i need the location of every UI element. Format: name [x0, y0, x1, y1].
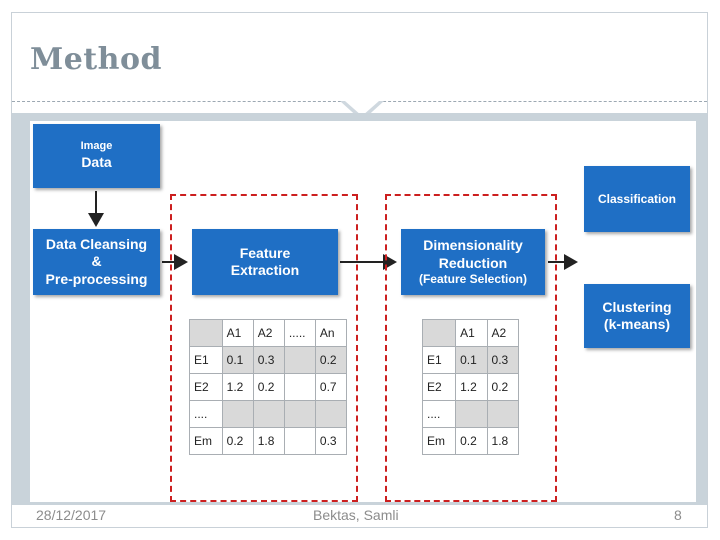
table-cell: 0.3 [486, 346, 520, 374]
table-cell [421, 319, 457, 347]
table-cell: 0.2 [486, 373, 520, 401]
image-data-line2: Data [81, 154, 112, 171]
table-cell: 0.7 [314, 373, 348, 401]
reduced-feature-table: A1 A2 E1 0.1 0.3 E2 1.2 0.2 .... Em 0.2 … [421, 319, 520, 455]
table-cell: E2 [189, 373, 223, 401]
table-cell [314, 400, 348, 428]
data-cleansing-box: Data Cleansing & Pre-processing [33, 229, 160, 295]
image-data-box: Image Data [33, 124, 160, 188]
reduction-line2: Reduction [438, 254, 508, 271]
table-row: Em 0.2 1.8 0.3 [189, 427, 348, 455]
table-cell: .... [189, 400, 223, 428]
classification-box: Classification [584, 166, 690, 232]
feature-extraction-group [170, 194, 358, 502]
table-cell: A1 [221, 319, 254, 347]
table-cell: 1.2 [221, 373, 254, 401]
clustering-box: Clustering (k-means) [584, 284, 690, 348]
table-cell: 0.2 [314, 346, 348, 374]
table-cell [189, 319, 223, 347]
table-cell: 0.1 [455, 346, 488, 374]
footer-date: 28/12/2017 [36, 507, 107, 523]
dimensionality-reduction-box: Dimensionality Reduction (Feature Select… [401, 229, 545, 295]
table-cell: A2 [486, 319, 520, 347]
table-cell: Em [421, 427, 457, 455]
table-row: E1 0.1 0.3 [421, 346, 520, 374]
extraction-line1: Feature [239, 244, 291, 261]
table-cell: 0.1 [221, 346, 254, 374]
cleansing-line2: & [91, 253, 102, 270]
table-cell [221, 400, 254, 428]
table-cell: 0.2 [221, 427, 254, 455]
cleansing-line3: Pre-processing [45, 270, 148, 287]
table-cell: E2 [421, 373, 457, 401]
classification-label: Classification [597, 191, 677, 206]
table-cell: A1 [455, 319, 488, 347]
table-cell: .... [421, 400, 457, 428]
extraction-line2: Extraction [230, 262, 300, 278]
table-cell: E1 [189, 346, 223, 374]
dimensionality-reduction-group [385, 194, 557, 502]
clustering-line2: (k-means) [603, 316, 671, 332]
table-cell [283, 346, 316, 374]
table-cell [283, 400, 316, 428]
table-cell: 0.2 [252, 373, 285, 401]
table-cell: 0.2 [455, 427, 488, 455]
table-cell: 0.3 [252, 346, 285, 374]
table-row: .... [189, 400, 348, 428]
divider-notch-inner [345, 101, 379, 116]
slide-title: Method [30, 42, 162, 77]
table-cell: An [314, 319, 348, 347]
footer-page-number: 8 [674, 507, 682, 523]
table-row: E1 0.1 0.3 0.2 [189, 346, 348, 374]
reduction-line3: (Feature Selection) [418, 272, 528, 286]
table-cell: A2 [252, 319, 285, 347]
table-cell: E1 [421, 346, 457, 374]
table-cell [283, 373, 316, 401]
feature-table-header: A1 A2 ..... An [189, 319, 348, 347]
table-cell [283, 427, 316, 455]
method-diagram: Image Data Data Cleansing & Pre-processi… [30, 121, 696, 502]
table-cell: ..... [283, 319, 316, 347]
clustering-line1: Clustering [602, 298, 672, 315]
table-cell: 1.8 [486, 427, 520, 455]
reduced-table-header: A1 A2 [421, 319, 520, 347]
table-cell: 1.2 [455, 373, 488, 401]
table-cell: Em [189, 427, 223, 455]
table-row: Em 0.2 1.8 [421, 427, 520, 455]
table-cell [252, 400, 285, 428]
table-cell [455, 400, 488, 428]
footer-author: Bektas, Samli [313, 507, 399, 523]
table-cell: 1.8 [252, 427, 285, 455]
feature-extraction-box: Feature Extraction [192, 229, 338, 295]
feature-table: A1 A2 ..... An E1 0.1 0.3 0.2 E2 1.2 0.2… [189, 319, 348, 455]
table-cell: 0.3 [314, 427, 348, 455]
cleansing-line1: Data Cleansing [45, 235, 148, 252]
table-row: E2 1.2 0.2 [421, 373, 520, 401]
table-row: .... [421, 400, 520, 428]
table-row: E2 1.2 0.2 0.7 [189, 373, 348, 401]
reduction-line1: Dimensionality [423, 237, 523, 253]
table-cell [486, 400, 520, 428]
image-data-line1: Image [80, 140, 113, 153]
